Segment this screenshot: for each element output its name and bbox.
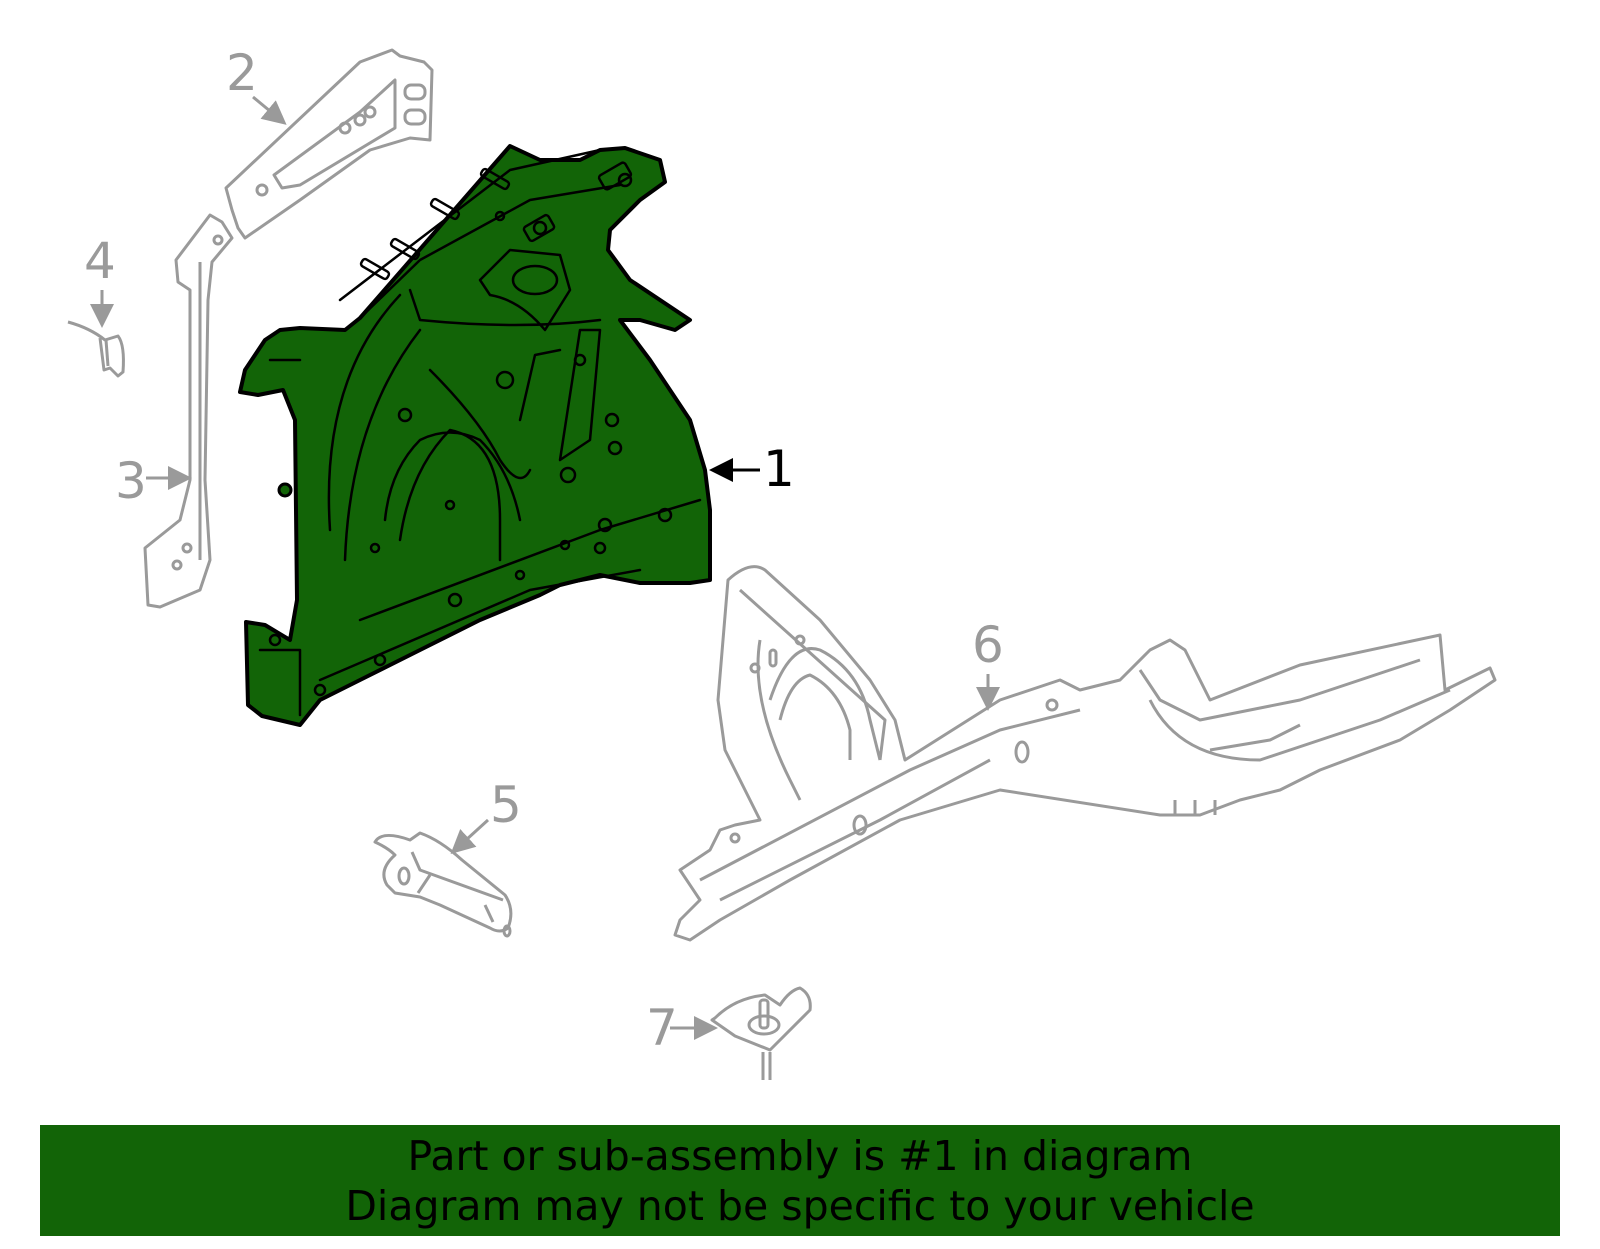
- callout-2[interactable]: 2: [226, 44, 258, 102]
- part-7-stud-bracket[interactable]: [710, 986, 812, 1080]
- part-3-pillar[interactable]: [143, 213, 234, 609]
- callout-4[interactable]: 4: [84, 232, 116, 290]
- callout-7[interactable]: 7: [646, 999, 678, 1057]
- banner-line-part-number: Part or sub-assembly is #1 in diagram: [407, 1131, 1193, 1180]
- callout-6[interactable]: 6: [972, 616, 1004, 674]
- part-2-upper-rail[interactable]: [224, 48, 434, 240]
- part-4-bracket[interactable]: [67, 320, 125, 378]
- callout-3[interactable]: 3: [115, 452, 147, 510]
- info-banner: Part or sub-assembly is #1 in diagram Di…: [40, 1125, 1560, 1236]
- part-5-bracket[interactable]: [373, 831, 513, 938]
- part-6-rail-assembly[interactable]: [673, 565, 1497, 942]
- callout-5[interactable]: 5: [490, 776, 522, 834]
- leader-arrows: [90, 95, 1000, 1040]
- part-1-wheelhouse[interactable]: [238, 144, 712, 727]
- banner-line-disclaimer: Diagram may not be specific to your vehi…: [345, 1181, 1255, 1230]
- callout-1[interactable]: 1: [763, 440, 795, 498]
